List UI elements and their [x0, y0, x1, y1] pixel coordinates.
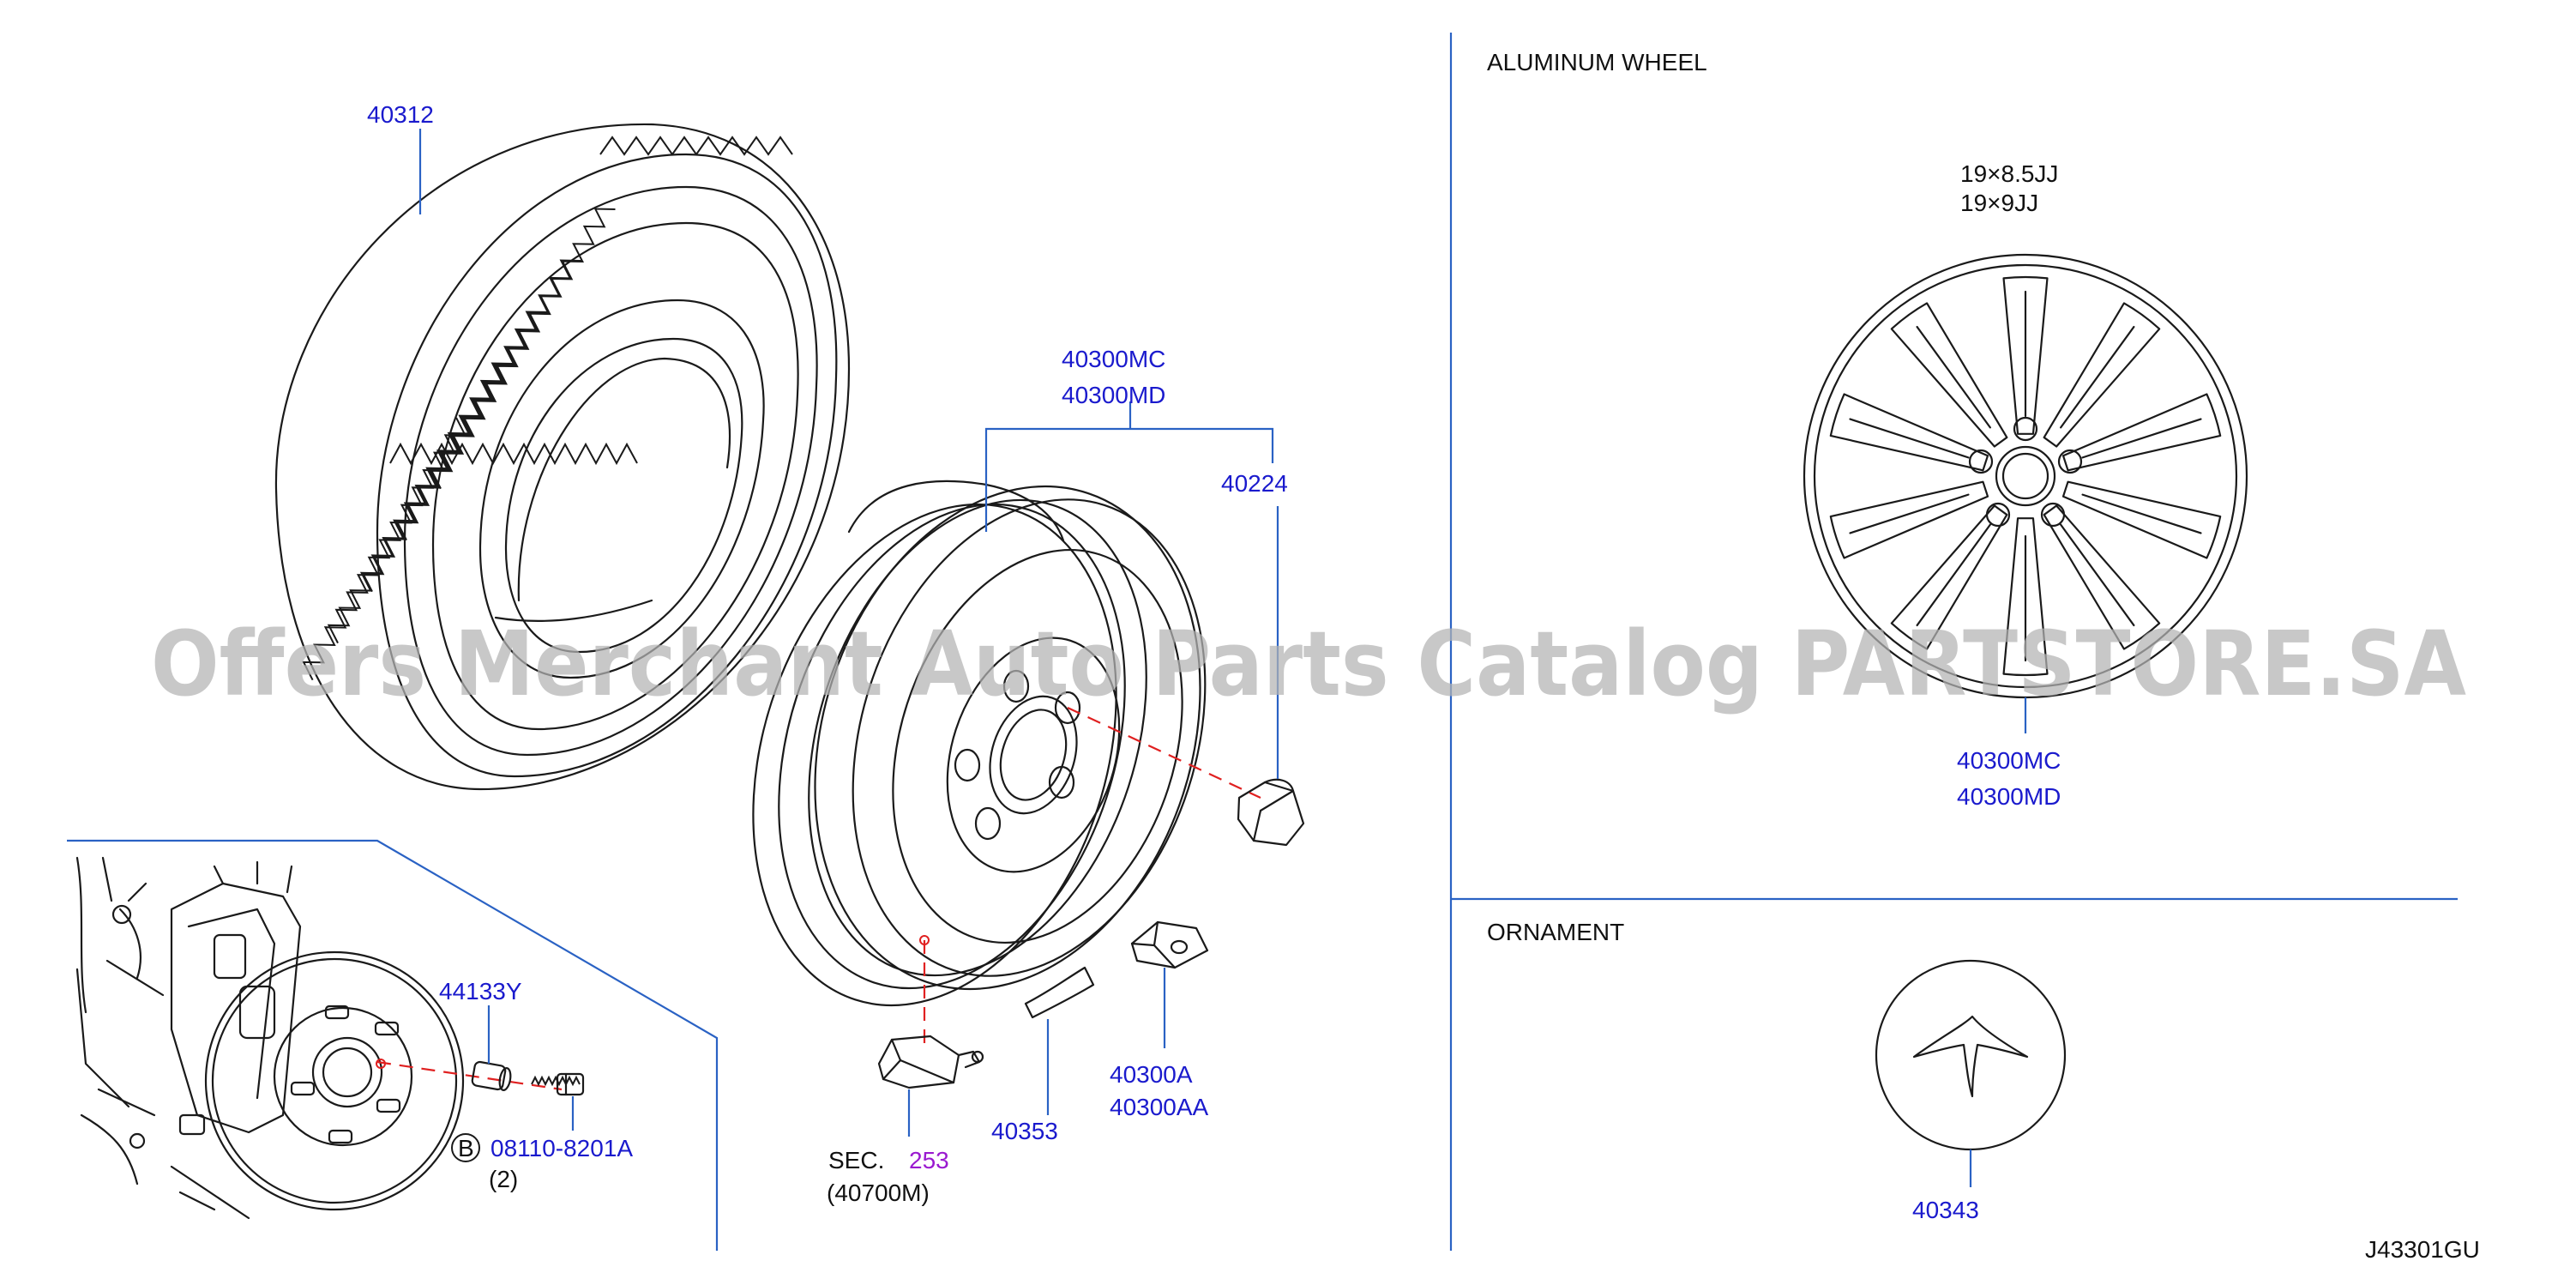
wheel-nut[interactable]: [1237, 778, 1305, 847]
alloy-spoke: [2061, 393, 2222, 472]
alloy-spoke: [1829, 480, 1989, 559]
tire-part-label[interactable]: 40312: [367, 101, 434, 128]
alloy-wheel-mc-label[interactable]: 40300MC: [1957, 747, 2061, 774]
clip-weight[interactable]: [1130, 920, 1209, 969]
tpms-sensor[interactable]: [877, 1035, 984, 1089]
alloy-wheel-drawing[interactable]: [1803, 253, 2248, 699]
sec-ref: (40700M): [827, 1179, 930, 1206]
sec-number-link[interactable]: 253: [909, 1147, 949, 1173]
spacer-part-label[interactable]: 44133Y: [439, 978, 522, 1005]
alloy-spoke: [2043, 302, 2161, 448]
panel-dividers: [67, 33, 2458, 1251]
wheel-size-2: 19×9JJ: [1960, 190, 2038, 216]
hub-spacer[interactable]: [471, 1060, 512, 1091]
wheel-md-label[interactable]: 40300MD: [1062, 382, 1165, 408]
wheel-size-1: 19×8.5JJ: [1960, 160, 2058, 187]
sec-prefix: SEC.: [828, 1147, 884, 1173]
alloy-spoke-groove: [1916, 523, 1991, 627]
diagram-code: J43301GU: [2365, 1236, 2480, 1263]
alloy-spoke-groove: [1849, 418, 1970, 459]
alloy-spoke: [2043, 504, 2161, 650]
bolt-marker-circle: [451, 1133, 480, 1162]
tire-drawing[interactable]: [274, 123, 851, 791]
bolt-quantity: (2): [489, 1166, 518, 1192]
alloy-spoke-groove: [2081, 493, 2202, 534]
hub-bolt[interactable]: [531, 1072, 585, 1096]
steel-wheel-drawing[interactable]: [692, 436, 1263, 1053]
alloy-spoke-groove: [2060, 325, 2135, 429]
clip-weight-aa-label[interactable]: 40300AA: [1110, 1094, 1209, 1120]
alloy-spoke: [2002, 517, 2049, 677]
wheel-mc-label[interactable]: 40300MC: [1062, 346, 1165, 372]
bolt-marker: B: [458, 1135, 474, 1161]
balance-weight-strip[interactable]: [1024, 966, 1095, 1019]
watermark: Offers Merchant Auto Parts Catalog PARTS…: [151, 612, 2466, 716]
alloy-spoke: [1890, 302, 2008, 448]
weight-strip-label[interactable]: 40353: [991, 1118, 1058, 1144]
alloy-spoke-groove: [2060, 523, 2135, 627]
alloy-spoke: [2002, 275, 2049, 435]
alloy-spoke: [1890, 504, 2008, 650]
alloy-spoke: [1829, 393, 1989, 472]
bolt-part-label[interactable]: 08110-8201A: [491, 1135, 633, 1161]
aluminum-wheel-heading: ALUMINUM WHEEL: [1487, 49, 1707, 75]
nut-axis-line: [1067, 707, 1261, 799]
ornament-part-label[interactable]: 40343: [1912, 1197, 1979, 1223]
alloy-spoke-groove: [2081, 418, 2202, 459]
ornament-heading: ORNAMENT: [1487, 919, 1624, 945]
clip-weight-a-label[interactable]: 40300A: [1110, 1061, 1193, 1088]
alloy-spoke-groove: [1849, 493, 1970, 534]
brake-hub-drawing[interactable]: [75, 856, 465, 1220]
nut-part-label[interactable]: 40224: [1221, 470, 1288, 497]
alloy-spoke: [2061, 480, 2222, 559]
hub-axis-line: [376, 1060, 563, 1091]
center-cap-ornament[interactable]: [1875, 959, 2067, 1151]
alloy-wheel-md-label[interactable]: 40300MD: [1957, 783, 2061, 810]
alloy-spoke-groove: [1916, 325, 1991, 429]
